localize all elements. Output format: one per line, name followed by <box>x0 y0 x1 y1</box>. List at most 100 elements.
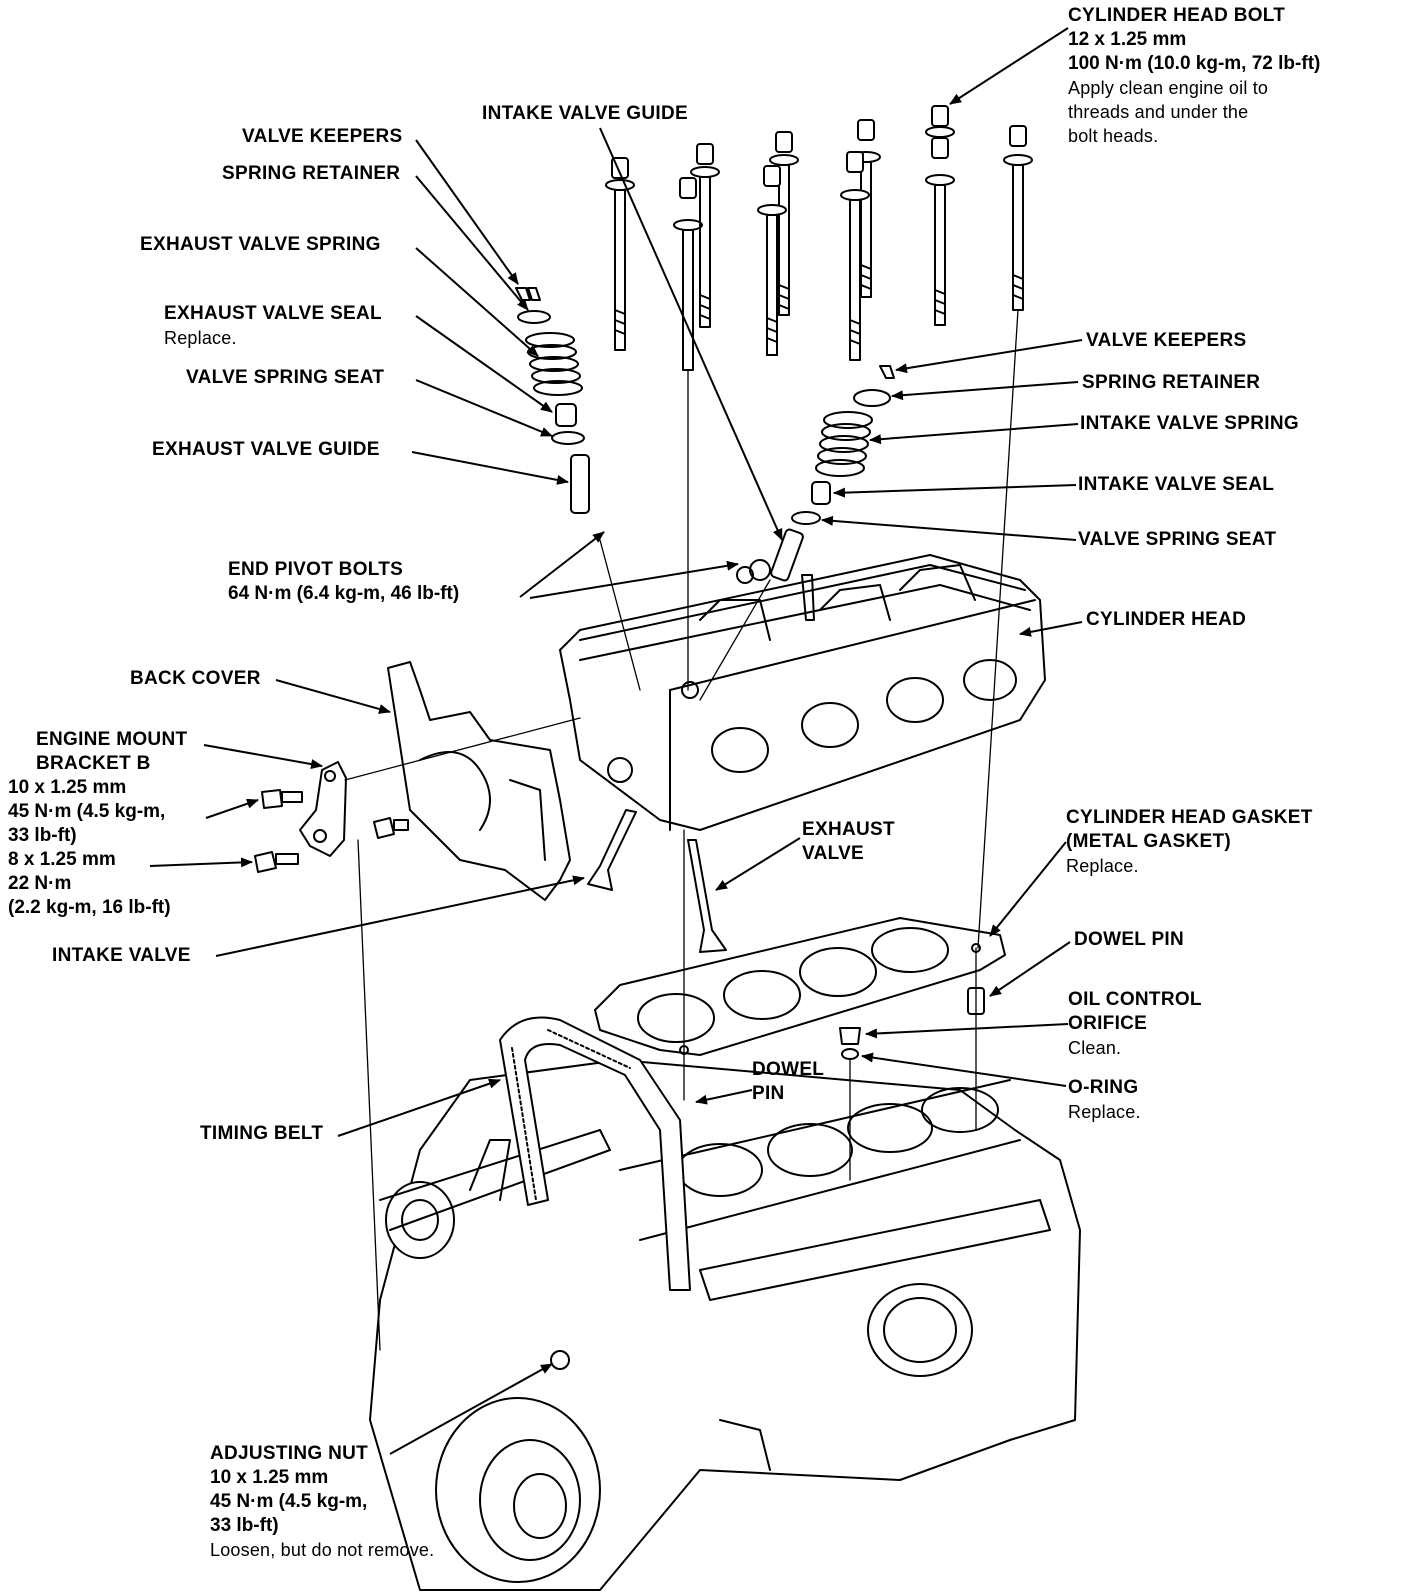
leader-end-pivot-bolts-2 <box>529 560 739 599</box>
label-exhaust-valve: EXHAUST VALVE <box>802 818 895 866</box>
label-torque: 45 N·m (4.5 kg-m, <box>8 801 166 822</box>
leader-arrows <box>149 27 1083 1455</box>
spring-retainer-part <box>517 310 551 324</box>
leader-timing-belt <box>337 1078 501 1137</box>
leader-cylinder-head-bolt <box>949 27 1069 105</box>
leader-end-pivot-bolts-1 <box>519 531 605 598</box>
alignment-lines <box>344 309 1019 1351</box>
label-torque: 64 N·m (6.4 kg-m, 46 lb-ft) <box>228 583 460 604</box>
label-title: INTAKE VALVE <box>52 945 191 966</box>
label-dowel-pin-right: DOWEL PIN <box>1074 928 1184 952</box>
label-torque: 33 lb-ft) <box>210 1515 279 1536</box>
label-title: ENGINE MOUNT <box>36 729 188 750</box>
label-timing-belt: TIMING BELT <box>200 1122 323 1146</box>
label-title: DOWEL <box>752 1059 825 1080</box>
label-spec: 12 x 1.25 mm <box>1068 29 1187 50</box>
leader-dowel-pin-right <box>989 941 1071 997</box>
label-exhaust-valve-seal: EXHAUST VALVE SEAL Replace. <box>164 302 382 350</box>
label-title: PIN <box>752 1083 785 1104</box>
leader-spring-retainer-right <box>891 381 1079 401</box>
label-spring-retainer-right: SPRING RETAINER <box>1082 371 1260 395</box>
leader-valve-spring-seat-left <box>415 379 553 437</box>
exhaust-valve-stack <box>515 287 590 514</box>
label-cylinder-head: CYLINDER HEAD <box>1086 608 1246 632</box>
cylinder-head-part <box>559 554 1046 831</box>
head-bolt <box>925 137 955 326</box>
leader-valve-keepers-right <box>895 339 1083 374</box>
leader-intake-valve-guide <box>599 127 783 541</box>
label-torque: 22 N·m <box>8 873 72 894</box>
label-valve-keepers-left: VALVE KEEPERS <box>242 125 403 149</box>
exhaust-valve-spring-part <box>525 332 583 396</box>
leader-exhaust-valve-spring <box>415 247 539 357</box>
label-note: threads and under the <box>1068 102 1249 122</box>
leader-intake-valve-spring <box>869 423 1079 445</box>
label-torque: (2.2 kg-m, 16 lb-ft) <box>8 897 171 918</box>
label-title: ADJUSTING NUT <box>210 1443 369 1464</box>
label-note: bolt heads. <box>1068 126 1159 146</box>
label-title: INTAKE VALVE GUIDE <box>482 103 688 124</box>
bracket-bolt <box>373 817 409 839</box>
label-title: VALVE <box>802 843 865 864</box>
label-title: DOWEL PIN <box>1074 929 1185 950</box>
label-title: EXHAUST VALVE SPRING <box>140 234 381 255</box>
cylinder-head-bolts <box>605 105 1033 371</box>
head-bolt <box>605 157 635 351</box>
leader-bracket-bolt-1 <box>205 798 259 819</box>
head-bolt <box>925 105 955 138</box>
o-ring-part <box>841 1048 859 1060</box>
label-intake-valve-spring: INTAKE VALVE SPRING <box>1080 412 1299 436</box>
bracket-bolt <box>254 851 299 873</box>
label-title: END PIVOT BOLTS <box>228 559 404 580</box>
intake-valve-seal-part <box>811 481 831 505</box>
label-title: EXHAUST VALVE SEAL <box>164 303 382 324</box>
bracket-bolt <box>261 789 303 809</box>
label-intake-valve-guide: INTAKE VALVE GUIDE <box>482 102 688 126</box>
leader-dowel-pin-center <box>695 1089 753 1105</box>
intake-valve-stack <box>770 365 895 582</box>
label-title: CYLINDER HEAD <box>1086 609 1247 630</box>
label-torque: 45 N·m (4.5 kg-m, <box>210 1491 368 1512</box>
intake-valve-guide-part <box>770 528 804 582</box>
label-title: SPRING RETAINER <box>222 163 401 184</box>
intake-valve-part <box>587 809 637 891</box>
label-torque: 100 N·m (10.0 kg-m, 72 lb-ft) <box>1068 53 1321 74</box>
exhaust-valve-part <box>687 839 727 953</box>
label-spring-retainer-left: SPRING RETAINER <box>222 162 400 186</box>
leader-o-ring <box>861 1052 1067 1087</box>
label-title: EXHAUST VALVE GUIDE <box>152 439 380 460</box>
label-title: VALVE KEEPERS <box>242 126 403 147</box>
label-title: BACK COVER <box>130 668 261 689</box>
leader-spring-retainer-left <box>415 175 529 311</box>
valve-spring-seat-part <box>551 431 585 445</box>
label-adjusting-nut: ADJUSTING NUT 10 x 1.25 mm 45 N·m (4.5 k… <box>210 1442 434 1562</box>
label-title: EXHAUST <box>802 819 895 840</box>
label-engine-mount-bracket: ENGINE MOUNT BRACKET B 10 x 1.25 mm 45 N… <box>8 728 187 920</box>
label-title: (METAL GASKET) <box>1066 831 1231 852</box>
leader-adjusting-nut <box>389 1363 553 1455</box>
head-bolt <box>851 119 881 298</box>
valve-spring-seat-part <box>791 511 821 525</box>
label-title: OIL CONTROL <box>1068 989 1202 1010</box>
label-spec: 10 x 1.25 mm <box>8 777 127 798</box>
leader-cylinder-head <box>1019 621 1083 637</box>
head-bolt <box>1003 125 1033 311</box>
label-spec: 8 x 1.25 mm <box>8 849 116 870</box>
leader-exhaust-valve-guide <box>411 451 569 485</box>
label-dowel-pin-center: DOWEL PIN <box>752 1058 824 1106</box>
leader-intake-valve-seal <box>833 484 1077 498</box>
engine-block-part <box>369 1059 1081 1591</box>
leader-bracket-bolt-2 <box>149 857 253 868</box>
valve-keepers-part <box>879 365 895 379</box>
head-bolt <box>690 143 720 328</box>
engine-mount-bracket-part <box>254 761 409 873</box>
leader-back-cover <box>275 679 391 714</box>
label-title: VALVE SPRING SEAT <box>1078 529 1277 550</box>
leader-exhaust-valve <box>715 837 801 891</box>
label-title: INTAKE VALVE SEAL <box>1078 474 1275 495</box>
head-bolt <box>673 177 703 371</box>
label-intake-valve-seal: INTAKE VALVE SEAL <box>1078 473 1274 497</box>
leader-engine-mount-bracket <box>203 744 323 769</box>
label-o-ring: O-RING Replace. <box>1068 1076 1141 1124</box>
label-title: SPRING RETAINER <box>1082 372 1261 393</box>
